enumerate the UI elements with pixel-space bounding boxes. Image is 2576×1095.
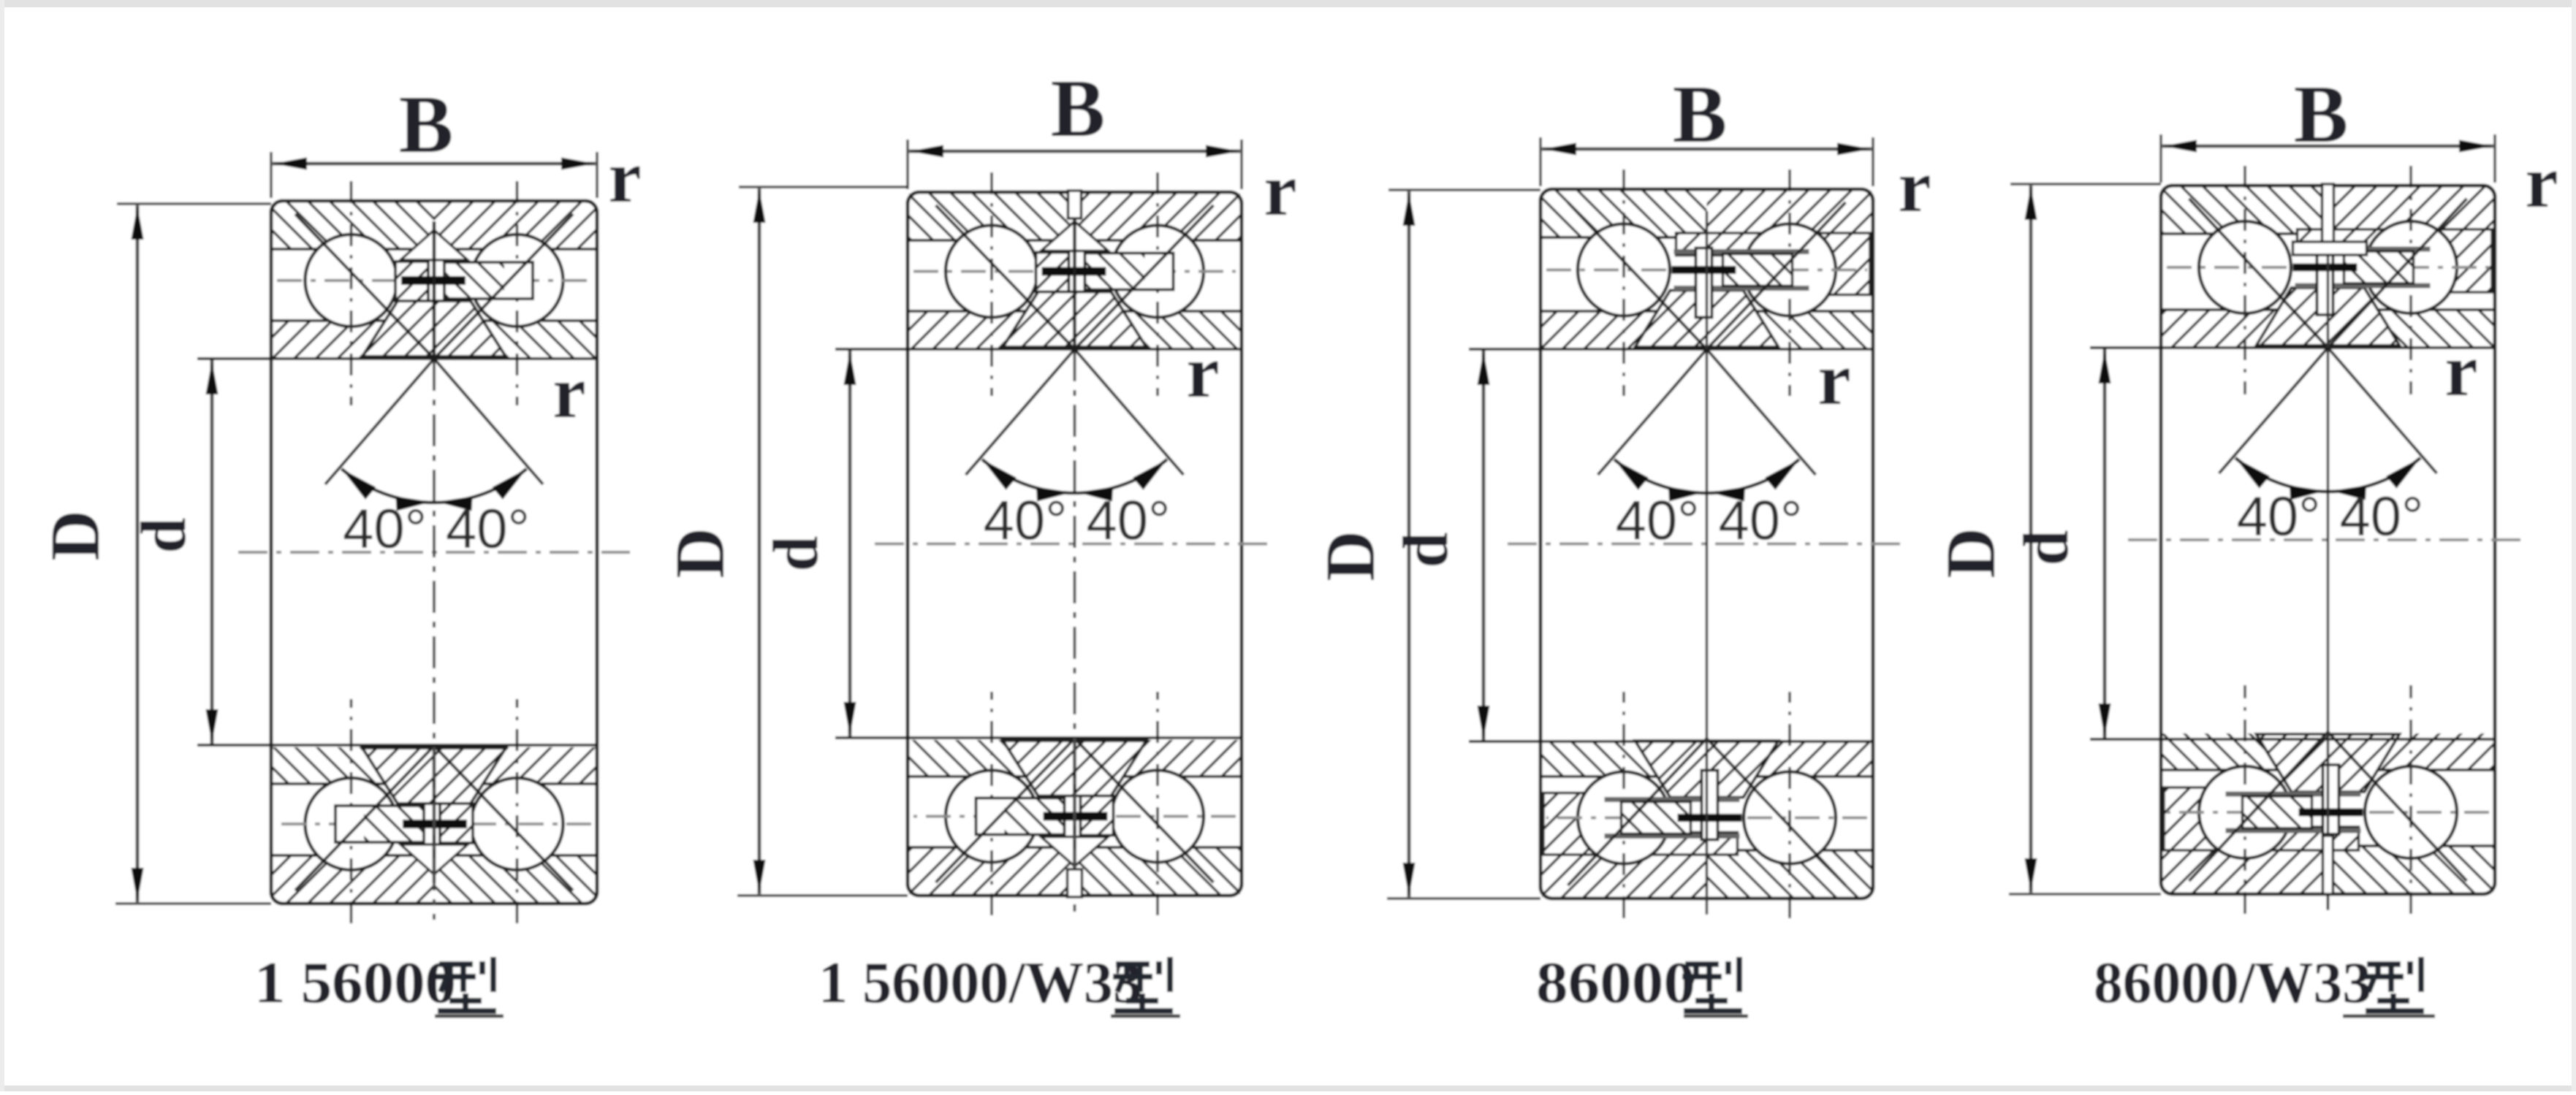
- svg-text:40°: 40°: [1719, 490, 1803, 552]
- svg-text:86000/W33: 86000/W33: [2094, 951, 2371, 1015]
- svg-text:D: D: [1311, 530, 1389, 581]
- svg-text:B: B: [2294, 69, 2349, 160]
- svg-text:r: r: [1898, 145, 1931, 228]
- svg-text:r: r: [1264, 149, 1296, 232]
- svg-text:r: r: [608, 136, 641, 218]
- svg-text:d: d: [761, 536, 832, 572]
- svg-text:d: d: [1391, 533, 1462, 568]
- svg-text:B: B: [1051, 64, 1106, 154]
- svg-text:r: r: [1817, 338, 1850, 421]
- svg-text:1 56000/W33: 1 56000/W33: [818, 951, 1142, 1015]
- svg-text:40°: 40°: [2340, 486, 2424, 548]
- svg-text:r: r: [1186, 331, 1219, 413]
- svg-text:B: B: [1673, 69, 1728, 160]
- svg-text:r: r: [2444, 329, 2477, 412]
- svg-text:40°: 40°: [2237, 486, 2321, 548]
- svg-text:40°: 40°: [984, 490, 1068, 552]
- svg-text:d: d: [2011, 530, 2082, 566]
- svg-text:86000: 86000: [1536, 951, 1695, 1015]
- svg-text:D: D: [1931, 527, 2010, 578]
- svg-text:D: D: [661, 527, 739, 578]
- svg-text:40°: 40°: [446, 498, 530, 560]
- svg-text:40°: 40°: [343, 498, 427, 560]
- svg-text:1 56000: 1 56000: [254, 951, 456, 1015]
- svg-text:D: D: [36, 510, 114, 560]
- svg-text:r: r: [2525, 141, 2558, 224]
- svg-text:d: d: [129, 518, 200, 554]
- svg-text:40°: 40°: [1616, 490, 1700, 552]
- svg-text:r: r: [552, 351, 585, 434]
- svg-text:B: B: [399, 80, 454, 170]
- svg-text:40°: 40°: [1087, 490, 1171, 552]
